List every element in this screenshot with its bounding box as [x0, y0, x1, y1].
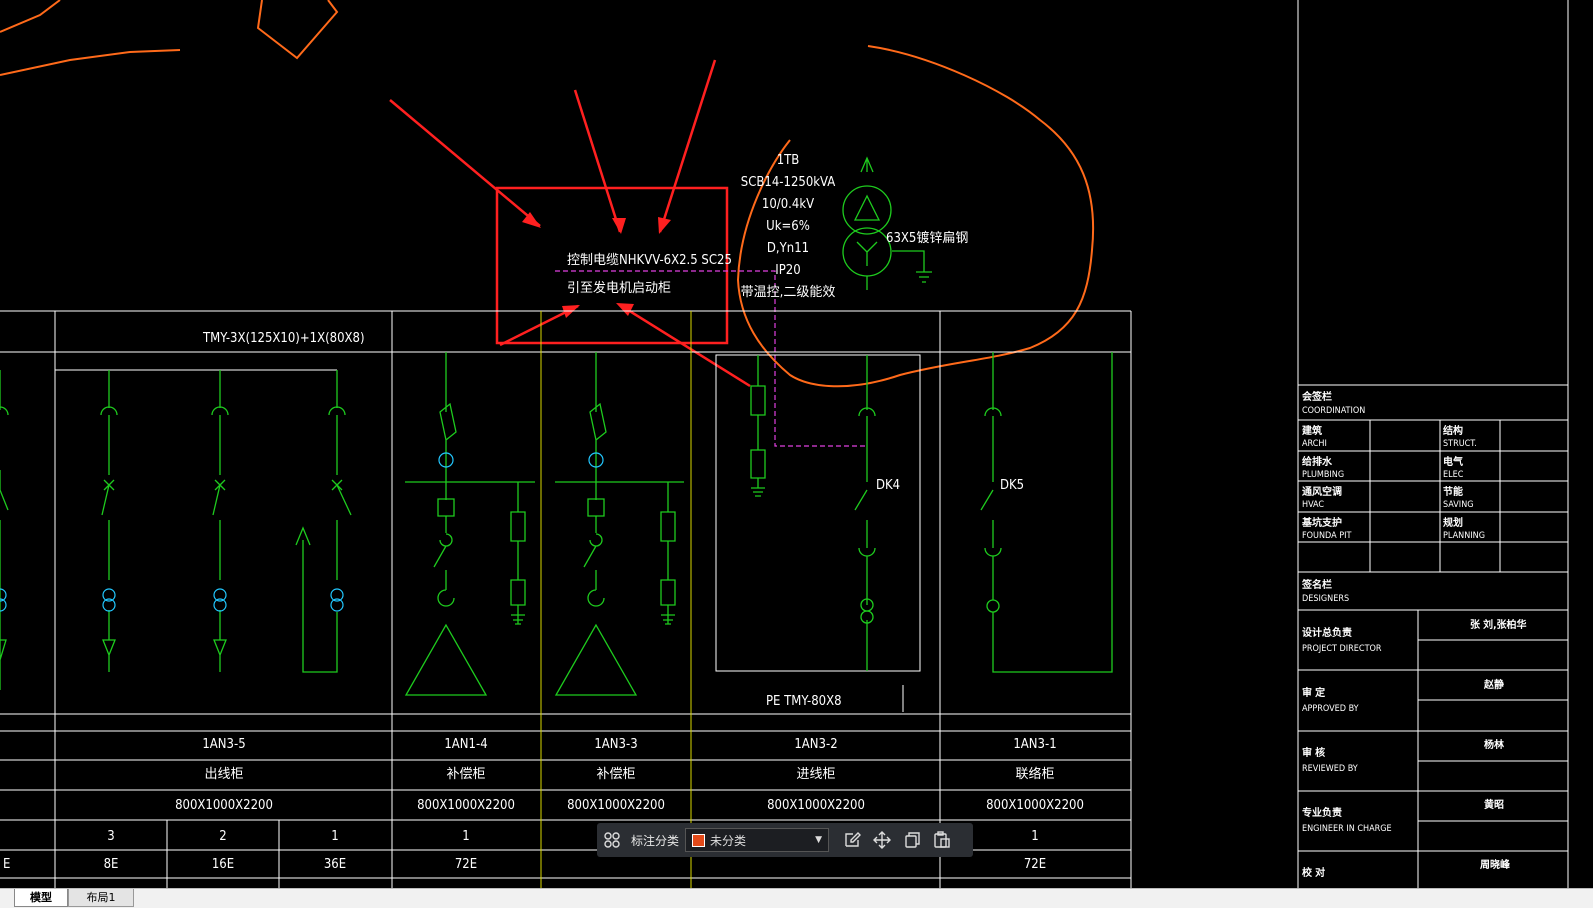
- tb-row-left-cn: 通风空调: [1302, 485, 1342, 498]
- chevron-down-icon: ▼: [815, 835, 823, 845]
- panel-size-5: 800X1000X2200: [986, 798, 1084, 813]
- panel-size-4: 800X1000X2200: [767, 798, 865, 813]
- control-cable-line: [555, 270, 867, 447]
- tb-row-right-cn: 节能: [1443, 485, 1463, 498]
- tab-model[interactable]: 模型: [14, 889, 68, 907]
- panel-id-5: 1AN3-1: [1013, 737, 1056, 752]
- tb-row-left-en: PLUMBING: [1302, 470, 1344, 480]
- circuit-number: 2: [219, 829, 226, 844]
- tb-row-right-cn: 电气: [1443, 455, 1463, 468]
- role-cn: 审 核: [1302, 746, 1325, 759]
- category-select[interactable]: 未分类 ▼: [685, 828, 830, 852]
- role-cn: 专业负责: [1302, 806, 1342, 819]
- move-icon[interactable]: [867, 825, 897, 855]
- tb-row-left-cn: 建筑: [1301, 424, 1322, 437]
- transformer-note: 带温控,二级能效: [741, 285, 836, 300]
- panel-size-1: 800X1000X2200: [175, 798, 273, 813]
- callout-box: [389, 59, 751, 388]
- switch-label-dk4: DK4: [876, 478, 900, 493]
- panel-size-2: 800X1000X2200: [417, 798, 515, 813]
- designers-cn: 签名栏: [1301, 578, 1332, 591]
- panel-type-1: 出线柜: [204, 767, 243, 782]
- transformer-uk: Uk=6%: [766, 219, 810, 234]
- panel-id-1: 1AN3-5: [202, 737, 245, 752]
- tb-row-right-en: SAVING: [1443, 500, 1474, 510]
- role-name: 周晓峰: [1480, 858, 1511, 871]
- panel-type-4: 进线柜: [796, 767, 835, 782]
- panel-table-frame: [0, 310, 1132, 888]
- switch-label-dk5: DK5: [1000, 478, 1024, 493]
- circuit-code: 72E: [455, 857, 477, 872]
- title-block-frame: [1297, 0, 1569, 888]
- grid-apps-icon[interactable]: [597, 825, 627, 855]
- panel-type-2: 补偿柜: [446, 767, 485, 782]
- busbar-main-label: TMY-3X(125X10)+1X(80X8): [202, 331, 365, 346]
- designers-en: DESIGNERS: [1302, 594, 1349, 604]
- panel-id-4: 1AN3-2: [794, 737, 837, 752]
- single-line-diagram: [0, 156, 1113, 696]
- circuit-code: 16E: [212, 857, 234, 872]
- tb-row-right-cn: 规划: [1443, 516, 1463, 529]
- pe-busbar-label: PE TMY-80X8: [766, 694, 842, 709]
- transformer-model: SCB14-1250kVA: [741, 175, 835, 190]
- tb-row-right-en: PLANNING: [1443, 531, 1485, 541]
- tb-row-right-cn: 结构: [1443, 424, 1463, 437]
- role-name: 杨林: [1484, 738, 1505, 751]
- role-en: REVIEWED BY: [1302, 764, 1358, 774]
- tb-row-left-en: HVAC: [1302, 500, 1324, 510]
- layout-tabs: 模型 布局1: [0, 888, 1593, 908]
- edit-icon[interactable]: [837, 825, 867, 855]
- category-select-value: 未分类: [710, 833, 747, 848]
- coordination-en: COORDINATION: [1302, 406, 1365, 416]
- role-en: PROJECT DIRECTOR: [1302, 644, 1382, 654]
- panel-id-2: 1AN1-4: [444, 737, 487, 752]
- tb-row-left-en: ARCHI: [1302, 439, 1327, 449]
- circuit-code: 8E: [104, 857, 119, 872]
- circuit-number: 3: [107, 829, 114, 844]
- transformer-voltage: 10/0.4kV: [762, 197, 814, 212]
- current-transformer-symbols: [0, 452, 604, 612]
- cad-drawing-canvas[interactable]: 控制电缆NHKVV-6X2.5 SC25 引至发电机启动柜 TMY-3X(125…: [0, 0, 1593, 888]
- role-name: 赵静: [1483, 678, 1504, 691]
- transformer-group: D,Yn11: [767, 241, 809, 256]
- panel-type-5: 联络柜: [1015, 766, 1054, 782]
- panel-type-3: 补偿柜: [596, 767, 635, 782]
- tab-layout1[interactable]: 布局1: [68, 889, 134, 907]
- category-label: 标注分类: [631, 833, 680, 848]
- role-en: ENGINEER IN CHARGE: [1302, 824, 1392, 834]
- tb-row-left-cn: 给排水: [1302, 455, 1333, 468]
- circuit-number: 1: [331, 829, 338, 844]
- transformer-name: 1TB: [777, 153, 800, 168]
- paste-icon[interactable]: [927, 825, 957, 855]
- annotation-toolbar: 标注分类 未分类 ▼: [597, 823, 973, 857]
- role-cn: 校 对: [1302, 866, 1325, 879]
- cable-note-2: 引至发电机启动柜: [567, 280, 671, 296]
- tb-row-left-cn: 基坑支护: [1301, 516, 1342, 529]
- circuit-code: 36E: [324, 857, 346, 872]
- tb-row-right-en: STRUCT.: [1443, 439, 1477, 449]
- revision-cloud: [0, 0, 1095, 388]
- role-cn: 审 定: [1302, 686, 1325, 699]
- panel-id-3: 1AN3-3: [594, 737, 637, 752]
- role-name: 黄昭: [1484, 798, 1504, 811]
- circuit-code: 72E: [1024, 857, 1046, 872]
- category-color-swatch: [692, 833, 706, 847]
- panel-size-3: 800X1000X2200: [567, 798, 665, 813]
- circuit-code: E: [3, 857, 10, 872]
- tb-row-right-en: ELEC: [1443, 470, 1464, 480]
- grounding-label: 63X5镀锌扁钢: [886, 230, 968, 246]
- tb-row-left-en: FOUNDA PIT: [1302, 531, 1351, 541]
- role-name: 张 刘,张柏华: [1470, 618, 1527, 631]
- role-cn: 设计总负责: [1302, 626, 1352, 639]
- cable-note-1: 控制电缆NHKVV-6X2.5 SC25: [567, 252, 732, 268]
- circuit-number: 1: [1031, 829, 1038, 844]
- transformer-ip: IP20: [775, 263, 800, 278]
- copy-icon[interactable]: [897, 825, 927, 855]
- coordination-cn: 会签栏: [1302, 390, 1332, 403]
- yellow-guides: [540, 311, 692, 888]
- role-en: APPROVED BY: [1302, 704, 1359, 714]
- circuit-number: 1: [462, 829, 469, 844]
